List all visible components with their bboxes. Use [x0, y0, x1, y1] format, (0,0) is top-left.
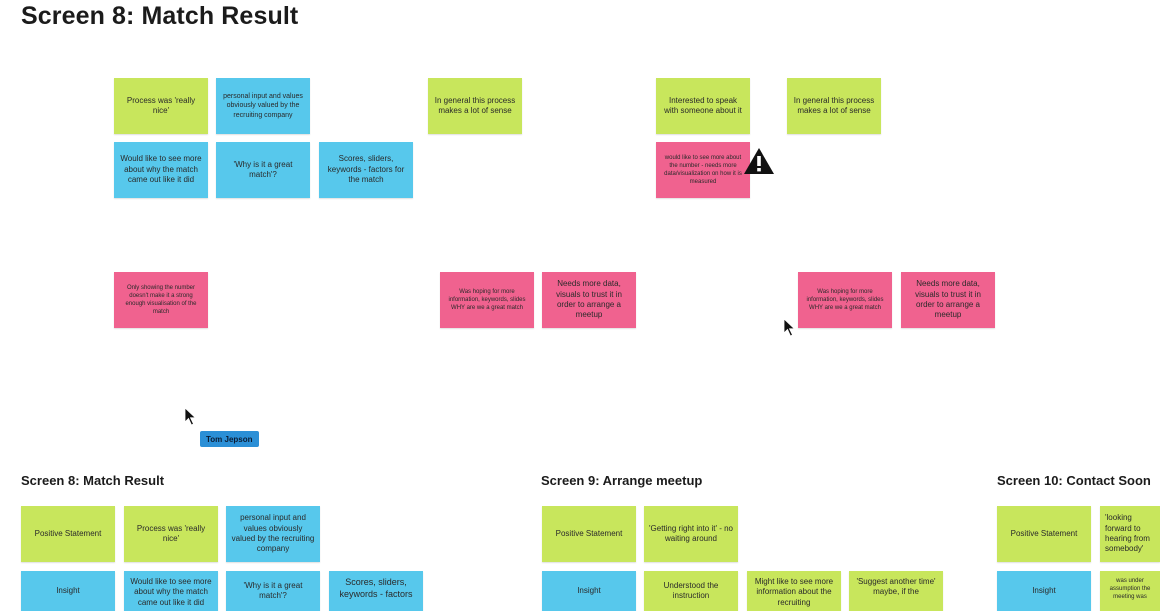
sticky-note-process-nice-summary[interactable]: Process was 'really nice': [124, 506, 218, 562]
label-insight-screen9[interactable]: Insight: [542, 571, 636, 611]
sticky-note-see-more-why-summary[interactable]: Would like to see more about why the mat…: [124, 571, 218, 611]
sticky-note-only-number[interactable]: Only showing the number doesn't make it …: [114, 272, 208, 328]
page-title: Screen 8: Match Result: [21, 2, 299, 30]
sticky-note-needs-data-2[interactable]: Needs more data, visuals to trust it in …: [901, 272, 995, 328]
sticky-note-hoping-info-2[interactable]: Was hoping for more information, keyword…: [798, 272, 892, 328]
sticky-note-process-nice[interactable]: Process was 'really nice': [114, 78, 208, 134]
sticky-note-general-sense-2[interactable]: In general this process makes a lot of s…: [787, 78, 881, 134]
label-insight[interactable]: Insight: [21, 571, 115, 611]
sticky-note-looking-forward[interactable]: 'looking forward to hearing from somebod…: [1100, 506, 1160, 562]
section-title-screen9: Screen 9: Arrange meetup: [541, 473, 703, 488]
sticky-note-hoping-info[interactable]: Was hoping for more information, keyword…: [440, 272, 534, 328]
sticky-note-see-more-why[interactable]: Would like to see more about why the mat…: [114, 142, 208, 198]
sticky-note-getting-right-into[interactable]: 'Getting right into it' - no waiting aro…: [644, 506, 738, 562]
label-positive-statement-screen10[interactable]: Positive Statement: [997, 506, 1091, 562]
section-title-screen8: Screen 8: Match Result: [21, 473, 165, 488]
sticky-note-understood[interactable]: Understood the instruction: [644, 571, 738, 611]
label-positive-statement-screen9[interactable]: Positive Statement: [542, 506, 636, 562]
label-positive-statement[interactable]: Positive Statement: [21, 506, 115, 562]
sticky-note-interested-speak[interactable]: Interested to speak with someone about i…: [656, 78, 750, 134]
sticky-note-assumption[interactable]: was under assumption the meeting was: [1100, 571, 1160, 611]
sticky-note-needs-data[interactable]: Needs more data, visuals to trust it in …: [542, 272, 636, 328]
sticky-note-suggest-another[interactable]: 'Suggest another time' maybe, if the: [849, 571, 943, 611]
sticky-note-personal-input[interactable]: personal input and values obviously valu…: [216, 78, 310, 134]
sticky-note-scores-sliders-summary[interactable]: Scores, sliders, keywords - factors: [329, 571, 423, 611]
sticky-note-scores-sliders[interactable]: Scores, sliders, keywords - factors for …: [319, 142, 413, 198]
cursor-icon: [783, 318, 796, 337]
warning-icon: [744, 148, 774, 174]
sticky-note-why-great-match[interactable]: 'Why is it a great match'?: [216, 142, 310, 198]
label-insight-screen10[interactable]: Insight: [997, 571, 1091, 611]
section-title-screen10: Screen 10: Contact Soon: [997, 473, 1151, 488]
sticky-note-personal-input-summary[interactable]: personal input and values obviously valu…: [226, 506, 320, 562]
collaborator-name-tag: Tom Jepson: [200, 431, 259, 447]
sticky-note-see-more-number[interactable]: would like to see more about the number …: [656, 142, 750, 198]
sticky-note-general-sense[interactable]: In general this process makes a lot of s…: [428, 78, 522, 134]
collaborator-cursor-icon: [184, 407, 197, 426]
sticky-note-why-great-match-summary[interactable]: 'Why is it a great match'?: [226, 571, 320, 611]
sticky-note-more-info[interactable]: Might like to see more information about…: [747, 571, 841, 611]
